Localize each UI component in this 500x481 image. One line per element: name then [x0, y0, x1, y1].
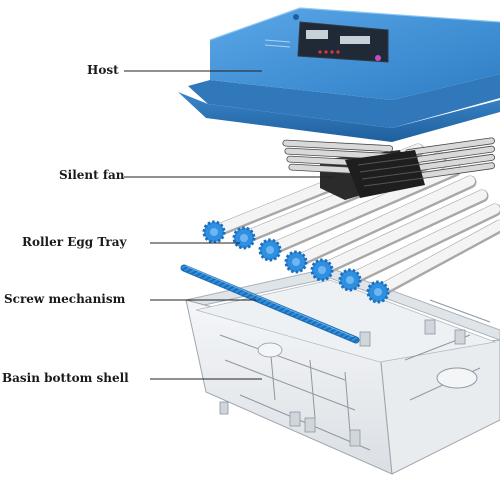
roller-gear-hub	[240, 234, 248, 242]
roller-rod	[345, 204, 500, 284]
screw-mechanism	[180, 264, 360, 344]
label-basin-bottom-shell: Basin bottom shell	[2, 371, 129, 385]
roller-gear-hub	[374, 288, 382, 296]
label-roller-egg-tray: Roller Egg Tray	[22, 235, 127, 249]
roller-gear-hub	[210, 228, 218, 236]
leader-lines	[124, 70, 334, 380]
label-screw-mechanism: Screw mechanism	[4, 292, 126, 306]
roller-gear-hub	[292, 258, 300, 266]
basin-bottom-shell	[185, 267, 500, 475]
label-silent-fan: Silent fan	[59, 168, 125, 182]
host-lid	[178, 7, 500, 142]
roller-rod	[373, 220, 500, 296]
label-host: Host	[87, 63, 119, 77]
roller-rod	[317, 190, 487, 274]
roller-gear-hub	[266, 246, 274, 254]
roller-gear-hub	[346, 276, 354, 284]
roller-gear-hub	[318, 266, 326, 274]
silent-fan	[282, 137, 496, 200]
roller-rod	[291, 176, 475, 266]
